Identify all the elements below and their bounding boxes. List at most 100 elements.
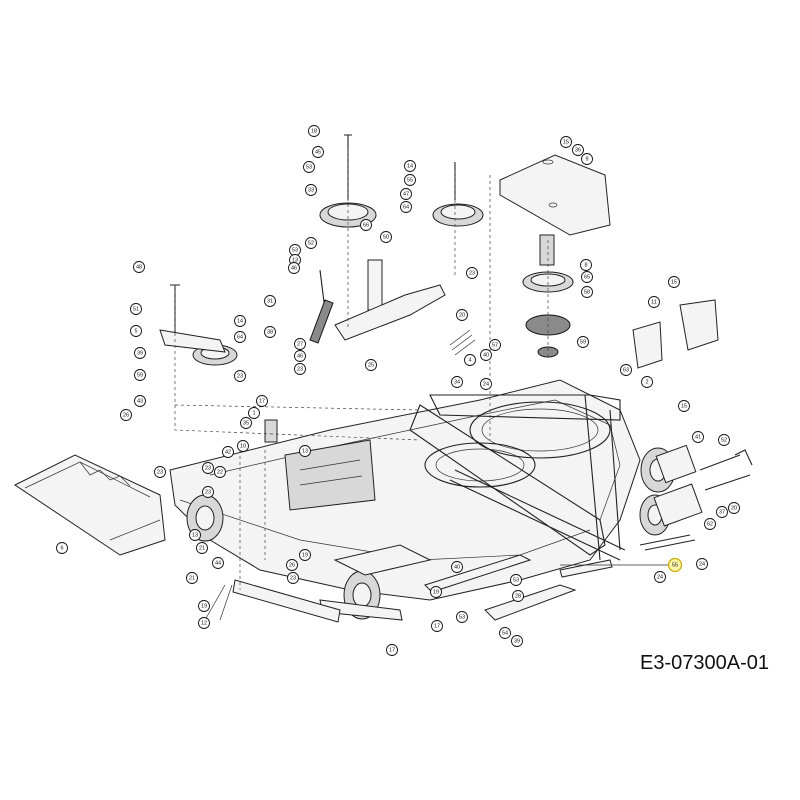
callout-bubble: 52 <box>305 237 317 249</box>
center-pulley-stack <box>192 202 574 366</box>
callout-bubble: 14 <box>234 315 246 327</box>
skid-plate <box>232 544 432 623</box>
callout-bubble: 65 <box>581 271 593 283</box>
callout-bubble: 27 <box>294 338 306 350</box>
callout-bubble: 53 <box>303 161 315 173</box>
callout-number: 41 <box>695 434 701 440</box>
callout-number: 51 <box>133 306 139 312</box>
callout-bubble: 46 <box>288 262 300 274</box>
callout-number: 39 <box>514 638 520 644</box>
callout-number: 24 <box>699 561 705 567</box>
callout-number: 14 <box>237 318 243 324</box>
callout-bubble: 13 <box>189 529 201 541</box>
callout-number: 36 <box>575 147 581 153</box>
callout-bubble: 63 <box>620 364 632 376</box>
callout-number: 53 <box>513 577 519 583</box>
callout-bubble: 17 <box>386 644 398 656</box>
callout-bubble: 21 <box>196 542 208 554</box>
callout-number: 59 <box>580 339 586 345</box>
callout-number: 50 <box>383 234 389 240</box>
callout-number: 48 <box>136 264 142 270</box>
callout-bubble: 17 <box>431 620 443 632</box>
callout-number: 20 <box>459 312 465 318</box>
callout-number: 53 <box>459 614 465 620</box>
callout-bubble: 36 <box>572 144 584 156</box>
callout-bubble: 2 <box>641 376 653 388</box>
callout-number: 8 <box>584 262 587 268</box>
callout-bubble: 23 <box>234 370 246 382</box>
callout-bubble: 53 <box>510 574 522 586</box>
callout-number: 9 <box>585 156 588 162</box>
callout-bubble: 5 <box>130 325 142 337</box>
callout-number: 33 <box>308 187 314 193</box>
callout-bubble: 15 <box>668 276 680 288</box>
callout-number: 15 <box>563 139 569 145</box>
callout-number: 47 <box>403 191 409 197</box>
callout-number: 40 <box>483 352 489 358</box>
leader-lines <box>174 150 670 621</box>
callout-number: 54 <box>502 630 508 636</box>
tension-springs <box>309 299 476 356</box>
callout-bubble: 48 <box>133 261 145 273</box>
callout-number: 21 <box>199 545 205 551</box>
callout-number: 64 <box>237 334 243 340</box>
callout-number: 6 <box>60 545 63 551</box>
callout-number: 55 <box>672 562 678 568</box>
callout-bubble: 41 <box>692 431 704 443</box>
callout-layer: 1845533366535213465014554764231536986558… <box>56 125 740 656</box>
callout-number: 46 <box>297 353 303 359</box>
drawing-code: E3-07300A-01 <box>640 652 769 674</box>
callout-number: 53 <box>292 247 298 253</box>
callout-bubble: 23 <box>466 267 478 279</box>
callout-bubble: 23 <box>202 486 214 498</box>
callout-bubble: 35 <box>240 417 252 429</box>
callout-bubble: 53 <box>456 611 468 623</box>
callout-number: 19 <box>433 589 439 595</box>
callout-bubble: 46 <box>294 350 306 362</box>
bracket-plate <box>632 299 719 369</box>
callout-number: 22 <box>217 469 223 475</box>
callout-bubble: 11 <box>648 296 660 308</box>
callout-number: 42 <box>225 449 231 455</box>
callout-bubble: 54 <box>499 627 511 639</box>
callout-bubble: 39 <box>134 347 146 359</box>
callout-bubble: 64 <box>400 201 412 213</box>
callout-number: 13 <box>192 532 198 538</box>
callout-number: 24 <box>483 381 489 387</box>
callout-bubble: 45 <box>312 146 324 158</box>
hitch-frame <box>409 394 626 561</box>
callout-bubble: 58 <box>581 286 593 298</box>
callout-number: 17 <box>434 623 440 629</box>
callout-bubble: 9 <box>581 153 593 165</box>
callout-number: 10 <box>240 443 246 449</box>
callout-number: 65 <box>584 274 590 280</box>
callout-number: 21 <box>189 575 195 581</box>
callout-number: 23 <box>290 575 296 581</box>
callout-number: 40 <box>454 564 460 570</box>
callout-bubble: 38 <box>264 326 276 338</box>
callout-number: 58 <box>584 289 590 295</box>
callout-bubble: 51 <box>130 303 142 315</box>
callout-number: 52 <box>308 240 314 246</box>
callout-bubble: 19 <box>299 549 311 561</box>
callout-bubble: 39 <box>511 635 523 647</box>
callout-number: 24 <box>657 574 663 580</box>
callout-highlighted: 55 <box>667 557 683 573</box>
callout-bubble: 53 <box>289 244 301 256</box>
callout-bubble: 4 <box>464 354 476 366</box>
callout-number: 17 <box>389 647 395 653</box>
callout-number: 23 <box>297 366 303 372</box>
callout-number: 45 <box>315 149 321 155</box>
callout-number: 13 <box>292 257 298 263</box>
callout-number: 19 <box>302 552 308 558</box>
lift-rods <box>639 449 753 551</box>
callout-number: 64 <box>403 204 409 210</box>
callout-bubble: 33 <box>305 184 317 196</box>
mower-deck-housing <box>169 379 641 601</box>
callout-number: 55 <box>407 177 413 183</box>
callout-number: 62 <box>707 521 713 527</box>
callout-bubble: 26 <box>286 559 298 571</box>
callout-bubble: 25 <box>365 359 377 371</box>
callout-number: 46 <box>291 265 297 271</box>
